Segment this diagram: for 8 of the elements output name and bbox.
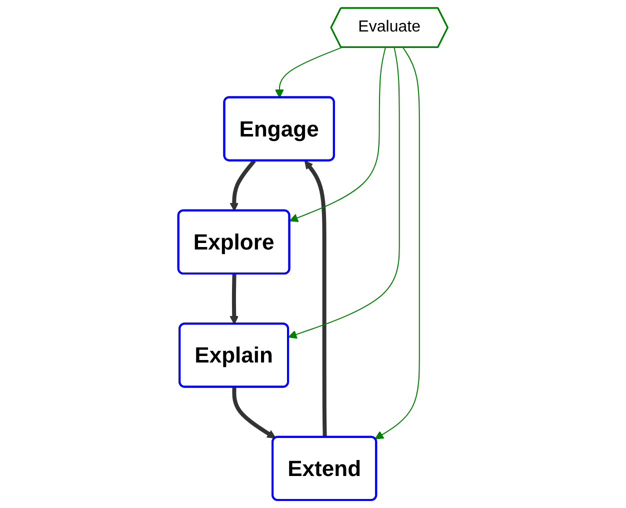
- arrow: [275, 47, 342, 98]
- arrow: [230, 160, 256, 212]
- arrow: [289, 47, 386, 222]
- arrow: [374, 47, 420, 440]
- arrow: [230, 274, 239, 325]
- arrow: [232, 387, 276, 438]
- arrow: [304, 160, 327, 438]
- arrow: [288, 47, 400, 339]
